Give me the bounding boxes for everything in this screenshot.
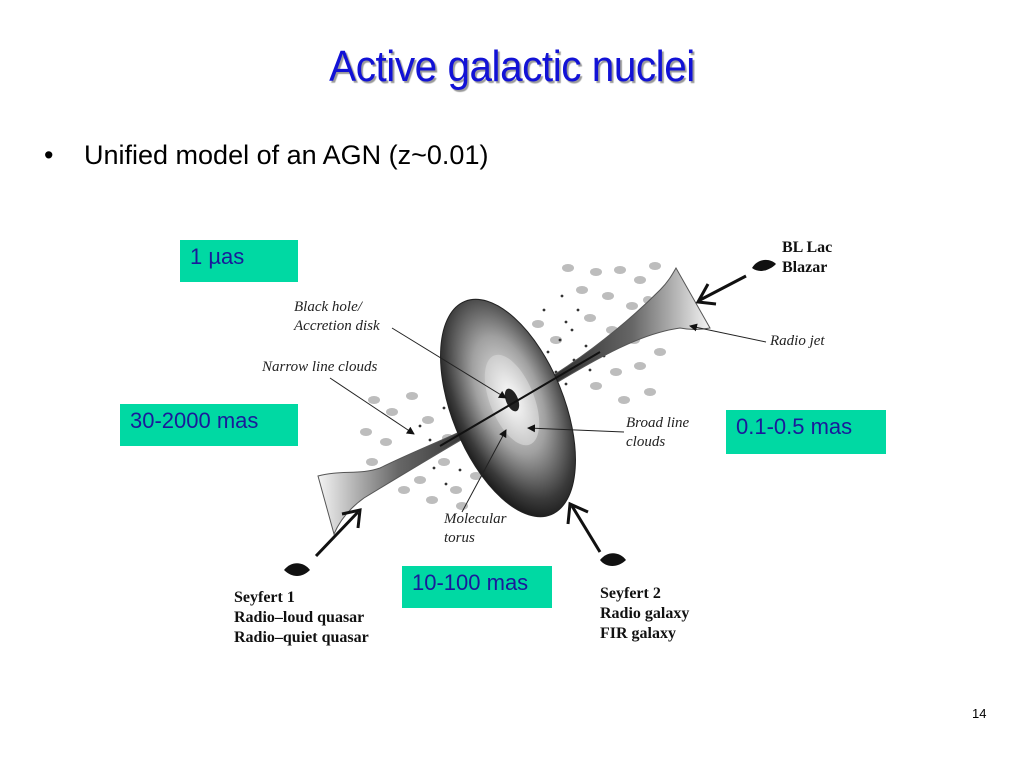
page-number: 14 bbox=[972, 706, 987, 721]
molecular-torus bbox=[440, 298, 576, 518]
scale-box-narrow: 30-2000 mas bbox=[120, 404, 298, 446]
scale-box-broad: 0.1-0.5 mas bbox=[726, 410, 886, 454]
narrow-line-label: Narrow line clouds bbox=[262, 359, 378, 375]
eye-icon bbox=[284, 259, 776, 576]
narrow-line-clouds bbox=[360, 262, 666, 510]
radio-jet-label: Radio jet bbox=[770, 333, 825, 349]
jet-axis bbox=[439, 351, 601, 447]
scale-box-torus: 10-100 mas bbox=[402, 566, 552, 608]
black-hole-label: Black hole/ Accretion disk bbox=[294, 299, 380, 334]
blazar-label: BL Lac Blazar bbox=[782, 239, 833, 276]
seyfert1-label: Seyfert 1 Radio–loud quasar Radio–quiet … bbox=[234, 589, 369, 646]
label-pointers bbox=[329, 323, 767, 513]
observer-arrows bbox=[314, 274, 747, 558]
radio-jet-right bbox=[514, 266, 711, 405]
seyfert2-label: Seyfert 2 Radio galaxy FIR galaxy bbox=[600, 585, 690, 642]
bullet-text: Unified model of an AGN (z~0.01) bbox=[84, 140, 489, 170]
scale-box-micro: 1 µas bbox=[180, 240, 298, 282]
bullet-icon: • bbox=[44, 140, 54, 170]
slide-title: Active galactic nuclei bbox=[329, 42, 695, 91]
broad-line-label: Broad line clouds bbox=[626, 415, 690, 450]
molecular-torus-label: Molecular torus bbox=[444, 511, 507, 546]
